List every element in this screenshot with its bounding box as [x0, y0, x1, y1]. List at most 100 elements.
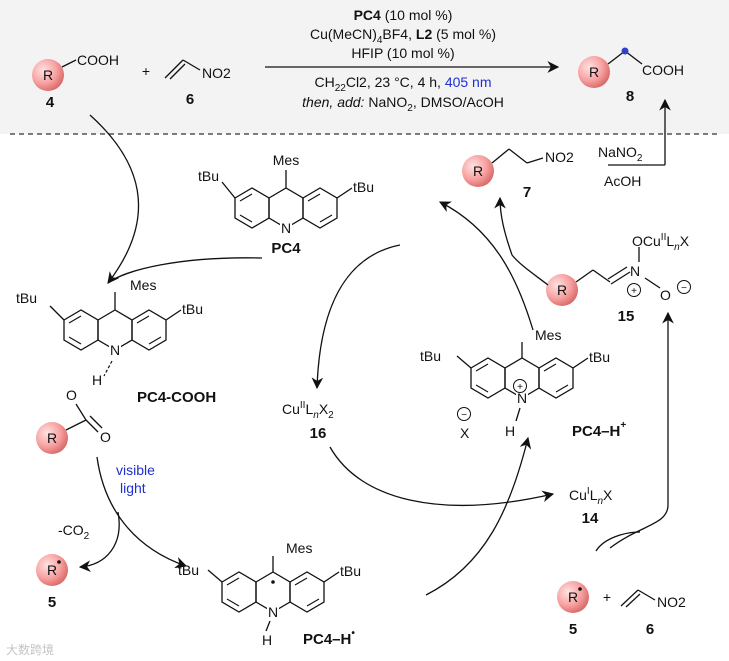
- number-16: 16: [310, 425, 327, 442]
- compound-6-bottom: NO2 6: [620, 589, 686, 638]
- name-pc4: PC4: [271, 240, 301, 257]
- n-label-pc4-h-plus: N: [517, 390, 527, 406]
- r-group-4: [32, 59, 64, 91]
- number-15: 15: [618, 308, 635, 325]
- visible-label: visible: [116, 462, 155, 478]
- tbu-right-pc4-cooh: tBu: [182, 301, 203, 317]
- tbu-left-pc4-cooh: tBu: [16, 290, 37, 306]
- reaction-conditions: PC4 (10 mol %) Cu(MeCN)4BF4, L2 (5 mol %…: [265, 7, 560, 114]
- condition-line-3: HFIP (10 mol %): [351, 45, 454, 61]
- nano2-label: NaNO2: [598, 144, 643, 164]
- r-label-5-left: R: [47, 562, 57, 578]
- name-pc4-h-radical: PC4–H•: [303, 628, 355, 648]
- number-8: 8: [626, 88, 634, 105]
- r-label-7: R: [473, 163, 483, 179]
- h-label-pc4-cooh: H: [92, 372, 102, 388]
- condition-line-4: CH22Cl2, 23 °C, 4 h, 405 nm: [314, 74, 491, 94]
- number-5-right: 5: [569, 621, 577, 638]
- arrow-to-compound-7: [494, 196, 513, 256]
- compound-pc4-h-plus: Mes tBu tBu N + H − X PC4–H+: [420, 327, 626, 441]
- r-label-acid: R: [47, 430, 57, 446]
- minus-charge-15: [677, 280, 691, 294]
- svg-text:−: −: [681, 283, 687, 294]
- minus-charge-x: [457, 407, 471, 421]
- number-6-top: 6: [186, 91, 194, 108]
- svg-text:+: +: [517, 382, 523, 393]
- arrow-15-to-7: [511, 254, 549, 286]
- co2-label: -CO2: [58, 522, 90, 542]
- h-label-pc4-h-radical: H: [262, 632, 272, 648]
- light-label: light: [120, 480, 146, 496]
- arrow-to-cu-ii: [311, 244, 401, 390]
- compound-14: CuILnX 14: [569, 486, 613, 527]
- x-label-pc4-h-plus: X: [460, 425, 470, 441]
- new-bond-dot: [621, 47, 629, 55]
- n-label-pc4-h-radical: N: [268, 604, 278, 620]
- number-4: 4: [46, 94, 55, 111]
- r-label-15: R: [557, 282, 567, 298]
- compound-8: R COOH 8: [578, 47, 684, 105]
- h-label-pc4-h-plus: H: [505, 423, 515, 439]
- tbu-right-pc4: tBu: [353, 179, 374, 195]
- n-label-15: N: [630, 263, 640, 279]
- r-group-acid: [36, 422, 68, 454]
- cooh-label-4: COOH: [77, 52, 119, 68]
- arrow-photolysis: [96, 456, 188, 569]
- compound-15: R N OCuIILnX O + − 15: [546, 232, 691, 325]
- tbu-right-pc4-h-plus: tBu: [589, 349, 610, 365]
- ocu-label-15: OCuIILnX: [632, 232, 690, 253]
- name-pc4-h-plus: PC4–H+: [572, 420, 626, 440]
- no2-label-6-top: NO2: [202, 65, 231, 81]
- number-5-left: 5: [48, 594, 56, 611]
- compound-6-top: NO2 6: [164, 59, 231, 108]
- plus-sign-1: +: [142, 63, 150, 79]
- arrow-decarboxylation: [78, 511, 120, 573]
- condition-line-2: Cu(MeCN)4BF4, L2 (5 mol %): [310, 26, 496, 46]
- plus-sign-2: +: [603, 589, 611, 605]
- cooh-label-8: COOH: [642, 62, 684, 78]
- n-label-pc4-cooh: N: [110, 342, 120, 358]
- arrow-pc4-h-plus-to-pc4: [438, 201, 534, 331]
- compound-pc4-h-radical: Mes tBu tBu N H PC4–H•: [178, 540, 361, 648]
- mes-label-pc4-cooh: Mes: [130, 277, 156, 293]
- h-bond: [103, 360, 113, 377]
- tbu-left-pc4: tBu: [198, 168, 219, 184]
- acoh-label: AcOH: [604, 173, 641, 189]
- compound-4: R COOH 4: [32, 52, 119, 111]
- plus-charge-pc4: [513, 379, 527, 393]
- r-group-15: [546, 274, 578, 306]
- mes-label-pc4-h-plus: Mes: [535, 327, 561, 343]
- arrow-pc4-to-pc4-cooh: [107, 257, 263, 284]
- compound-pc4-cooh: Mes tBu tBu N H PC4-COOH O O R: [16, 277, 216, 454]
- o-label-acid: O: [66, 387, 77, 403]
- number-6-bottom: 6: [646, 621, 654, 638]
- cu-i-label: CuILnX: [569, 486, 613, 507]
- svg-text:+: +: [631, 286, 637, 297]
- no2-label-7: NO2: [545, 149, 574, 165]
- tbu-left-pc4-h-plus: tBu: [420, 348, 441, 364]
- o-label-carbonyl: O: [100, 429, 111, 445]
- watermark: 大数跨境: [6, 642, 54, 657]
- compound-7: R NO2 7: [462, 148, 574, 201]
- number-7: 7: [523, 184, 531, 201]
- mes-label-pc4: Mes: [273, 152, 299, 168]
- r-label-8: R: [589, 64, 599, 80]
- r-group-8: [578, 56, 610, 88]
- r-label-4: R: [43, 67, 53, 83]
- compound-16: CuIILnX2 16: [282, 400, 334, 442]
- compound-5-left: R 5: [36, 554, 68, 611]
- condition-line-1: PC4 (10 mol %): [354, 7, 453, 23]
- compound-pc4: Mes tBu tBu N PC4: [198, 152, 374, 257]
- svg-text:−: −: [461, 410, 467, 421]
- arrow-pc4-h-radical-to-pc4-h-plus: [425, 436, 532, 596]
- n-label-pc4: N: [281, 220, 291, 236]
- number-14: 14: [582, 510, 599, 527]
- o-label-15: O: [660, 287, 671, 303]
- r-group-7: [462, 155, 494, 187]
- compound-5-right: R 5: [557, 581, 589, 638]
- arrow-cu-ii-to-cu-i: [329, 446, 555, 506]
- condition-line-5: then, add: NaNO2, DMSO/AcOH: [302, 94, 504, 114]
- arrow-cu-i-to-15: [609, 311, 674, 549]
